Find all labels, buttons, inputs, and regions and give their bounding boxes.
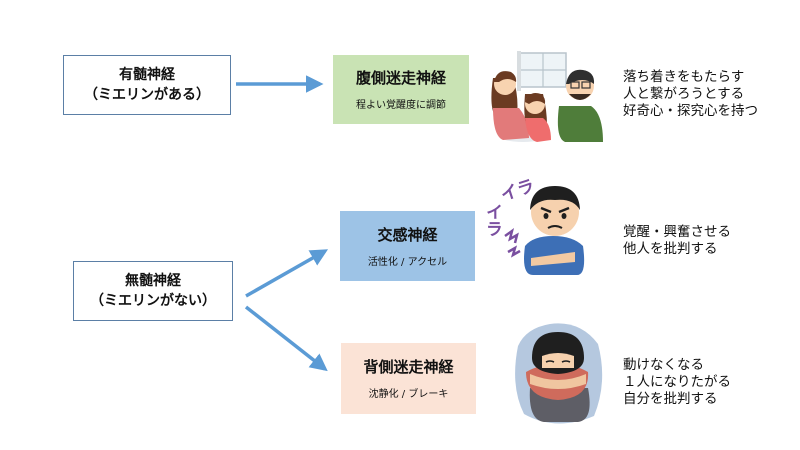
sympathetic-description: 覚醒・興奮させる 他人を批判する bbox=[623, 224, 731, 258]
arrow-unmyelinated-to-dorsal bbox=[244, 305, 328, 372]
description-line: 落ち着きをもたらす bbox=[623, 69, 745, 85]
ventral-vagal-box: 腹側迷走神経 程よい覚醒度に調節 bbox=[333, 55, 469, 124]
sympathetic-subtitle: 活性化 / アクセル bbox=[367, 256, 448, 268]
ira-text-2: イラ bbox=[482, 203, 502, 237]
ventral-vagal-subtitle: 程よい覚醒度に調節 bbox=[356, 100, 446, 111]
myelinated-nerve-box: 有髄神経 （ミエリンがある） bbox=[63, 55, 231, 115]
description-line: 好奇心・探究心を持つ bbox=[623, 103, 758, 119]
sympathetic-box: 交感神経 活性化 / アクセル bbox=[340, 211, 475, 281]
dorsal-vagal-box: 背側迷走神経 沈静化 / ブレーキ bbox=[341, 343, 476, 414]
dorsal-vagal-subtitle: 沈静化 / ブレーキ bbox=[368, 389, 449, 400]
myelinated-subtitle: （ミエリンがある） bbox=[84, 87, 210, 103]
description-line: 他人を批判する bbox=[623, 241, 718, 257]
sympathetic-title: 交感神経 bbox=[377, 225, 438, 244]
description-line: １人になりたがる bbox=[623, 374, 731, 390]
ventral-vagal-description: 落ち着きをもたらす 人と繋がろうとする 好奇心・探究心を持つ bbox=[623, 69, 758, 120]
myelinated-title: 有髄神経 bbox=[119, 67, 175, 83]
angry-boy-illustration bbox=[504, 186, 585, 275]
family-illustration bbox=[491, 51, 603, 142]
sad-girl-illustration bbox=[515, 323, 603, 424]
unmyelinated-title: 無髄神経 bbox=[125, 273, 181, 289]
description-line: 自分を批判する bbox=[623, 391, 718, 407]
unmyelinated-subtitle: （ミエリンがない） bbox=[90, 293, 216, 309]
description-line: 人と繋がろうとする bbox=[623, 86, 745, 102]
dorsal-vagal-description: 動けなくなる １人になりたがる 自分を批判する bbox=[623, 357, 731, 408]
description-line: 覚醒・興奮させる bbox=[623, 224, 731, 240]
dorsal-vagal-title: 背側迷走神経 bbox=[363, 358, 454, 376]
arrow-unmyelinated-to-sympathetic bbox=[245, 249, 329, 298]
description-line: 動けなくなる bbox=[623, 357, 704, 373]
unmyelinated-nerve-box: 無髄神経 （ミエリンがない） bbox=[73, 261, 233, 321]
ventral-vagal-title: 腹側迷走神経 bbox=[355, 69, 446, 87]
